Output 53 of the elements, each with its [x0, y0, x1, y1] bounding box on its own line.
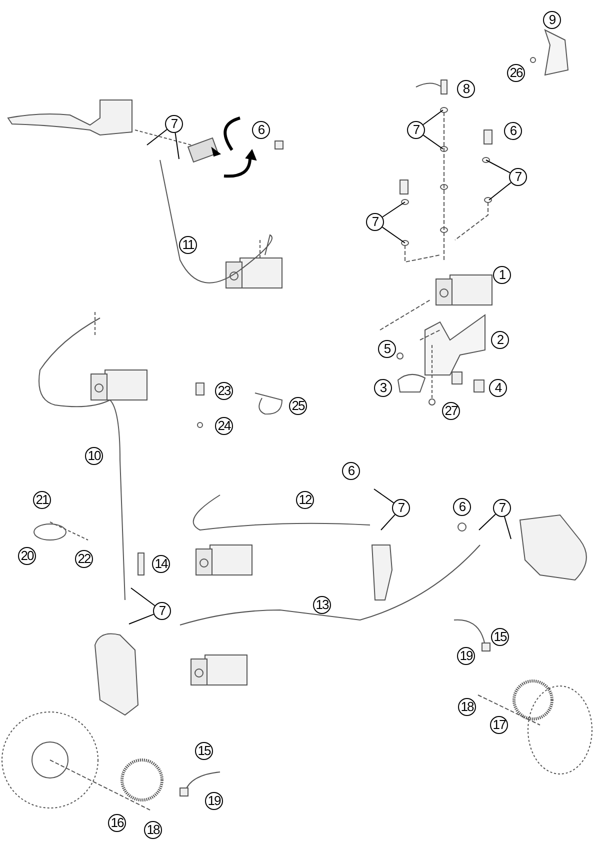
callout-number: 14 [152, 555, 170, 573]
leader-line [382, 202, 406, 218]
leader-line [422, 134, 444, 150]
callout-number: 24 [215, 417, 233, 435]
callout-number: 6 [252, 121, 270, 139]
callout-number: 11 [179, 236, 197, 254]
leader-line [478, 514, 496, 530]
callout-number: 4 [489, 379, 507, 397]
callout-number: 25 [289, 397, 307, 415]
callout-number: 5 [378, 340, 396, 358]
callout-number: 20 [18, 547, 36, 565]
callout-number: 22 [75, 550, 93, 568]
leader-line [146, 129, 168, 146]
callout-number: 9 [543, 11, 561, 29]
leader-line [130, 588, 156, 606]
callout-number: 18 [458, 698, 476, 716]
callout-number: 8 [457, 80, 475, 98]
callout-number: 7 [392, 499, 410, 517]
callout-number: 15 [491, 628, 509, 646]
callout-number: 3 [374, 379, 392, 397]
leader-line [504, 516, 512, 540]
callout-number: 10 [85, 447, 103, 465]
callout-number: 13 [313, 596, 331, 614]
callout-number: 6 [504, 122, 522, 140]
leader-line [174, 132, 180, 160]
callout-number: 6 [453, 498, 471, 516]
callout-number: 12 [296, 491, 314, 509]
callout-number: 16 [108, 814, 126, 832]
leader-line [380, 514, 396, 530]
callout-number: 6 [342, 462, 360, 480]
callout-number: 7 [366, 213, 384, 231]
leader-line [382, 226, 406, 244]
callout-number: 15 [195, 742, 213, 760]
callout-number: 23 [215, 382, 233, 400]
callout-number: 1 [493, 266, 511, 284]
callout-number: 19 [205, 792, 223, 810]
callout-number: 7 [165, 115, 183, 133]
leader-line [422, 110, 444, 126]
leader-line [486, 160, 511, 174]
callout-number: 26 [507, 64, 525, 82]
callout-number: 7 [153, 602, 171, 620]
leader-line [374, 488, 394, 504]
callout-number: 18 [144, 821, 162, 839]
callout-number: 7 [407, 121, 425, 139]
leader-line [488, 182, 512, 200]
callout-number: 17 [490, 716, 508, 734]
callout-number: 7 [509, 168, 527, 186]
callout-number: 19 [457, 647, 475, 665]
callout-number: 7 [493, 499, 511, 517]
callout-number: 21 [33, 491, 51, 509]
callout-number: 2 [491, 331, 509, 349]
leader-line [128, 614, 154, 624]
callout-number: 27 [442, 402, 460, 420]
